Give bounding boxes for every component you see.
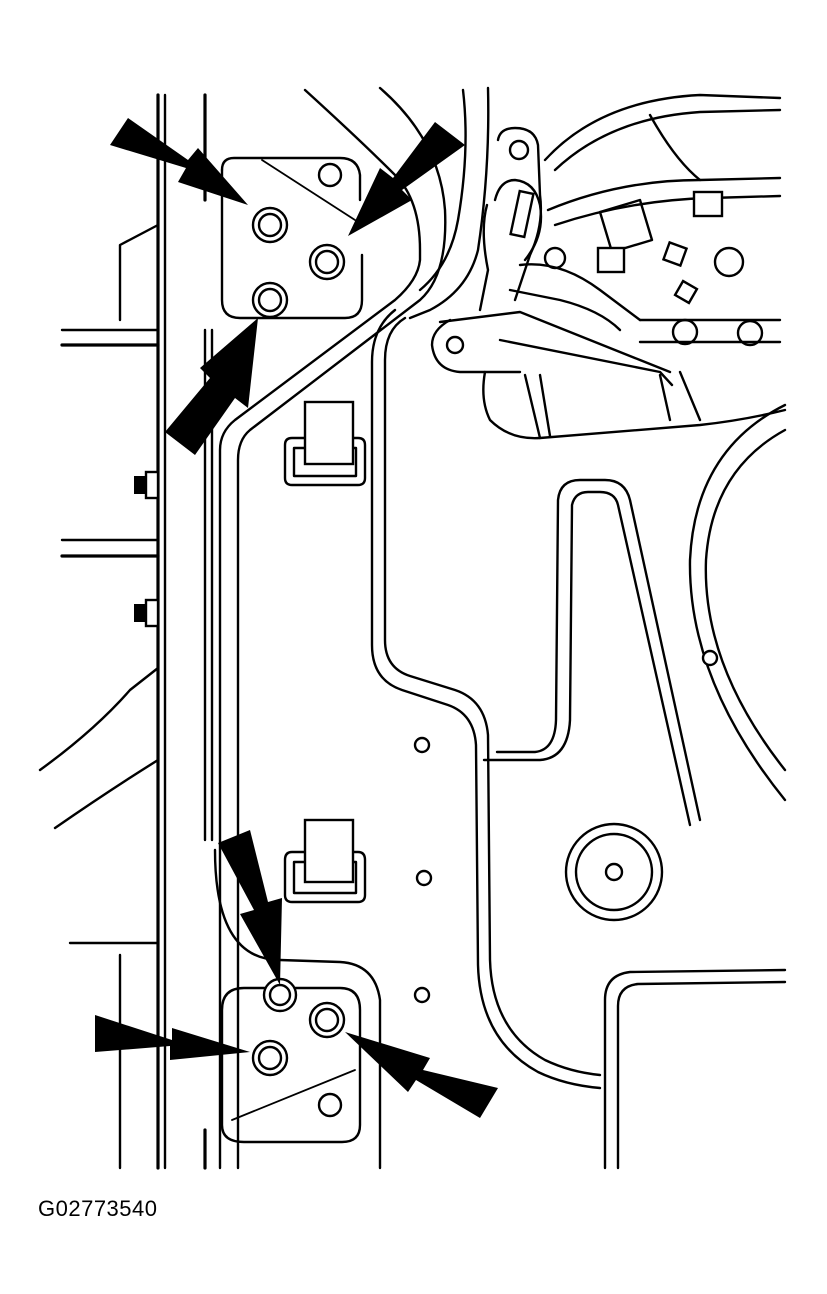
lower-door-stop	[283, 818, 367, 904]
speaker-opening	[688, 403, 787, 802]
lower-hinge-bolt-3	[251, 1039, 289, 1077]
round-boss	[564, 822, 664, 922]
arrow-lower-left-side-bolt	[95, 1015, 250, 1060]
lower-right-panel	[603, 968, 787, 1170]
door-inner-panel	[370, 308, 702, 1090]
pillar-nut-upper	[134, 470, 160, 500]
arrow-lower-left-bolt	[165, 318, 258, 455]
upper-hinge	[220, 156, 364, 320]
arrows	[95, 118, 498, 1118]
upper-hinge-bolt-1	[251, 206, 289, 244]
arrow-upper-right-bolt	[348, 122, 465, 236]
door-edge-outline	[218, 86, 490, 1170]
arrow-lower-right-bolt	[345, 1032, 498, 1118]
lower-hinge-bolt-2	[308, 1001, 346, 1039]
panel-holes	[413, 736, 433, 1004]
arrow-lower-top-bolt	[218, 830, 282, 985]
pillar-nut-lower	[134, 598, 160, 628]
latch-mechanism	[430, 93, 787, 440]
body-pillar	[156, 93, 214, 1170]
lower-hinge	[213, 848, 382, 1170]
upper-hinge-bolt-3	[251, 281, 289, 319]
body-bracket	[38, 223, 160, 1170]
upper-door-stop	[283, 400, 367, 487]
figure-reference-code: G02773540	[38, 1196, 158, 1221]
arrow-upper-left-bolt	[110, 118, 248, 205]
lower-hinge-bolt-1	[262, 977, 298, 1013]
upper-hinge-bolt-2	[308, 243, 346, 281]
